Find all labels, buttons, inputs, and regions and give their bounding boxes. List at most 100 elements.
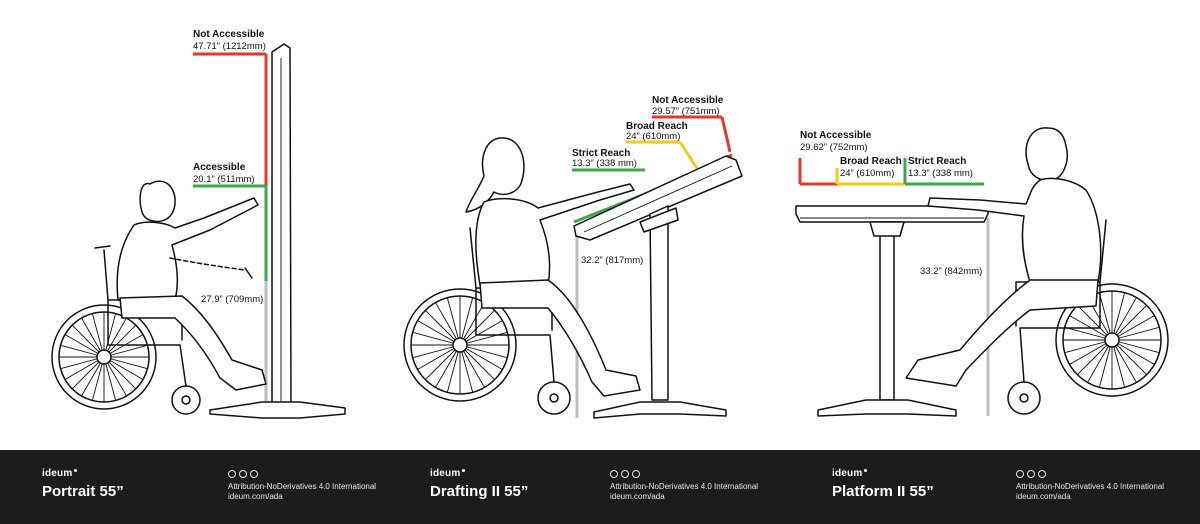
wheel-spoke: [417, 344, 461, 370]
license-url[interactable]: ideum.com/ada: [1016, 492, 1071, 501]
wheel-spoke: [459, 320, 503, 346]
wheel-spoke: [1098, 339, 1113, 388]
footer-product-3: ideum Platform II 55”: [832, 468, 934, 500]
platform-not-accessible-title: Not Accessible: [800, 130, 872, 141]
drafting-not-accessible-title: Not Accessible: [652, 95, 724, 106]
wheel-spoke: [412, 331, 461, 346]
wheel-spoke: [459, 344, 508, 359]
wheel-spoke: [1111, 339, 1155, 365]
wheel-spoke: [1111, 339, 1126, 388]
portrait-not-accessible-title: Not Accessible: [193, 29, 265, 40]
wheelchair: [1007, 219, 1169, 415]
wheel-spoke: [1111, 339, 1160, 354]
by-icon: [621, 470, 629, 478]
wheel-spoke: [459, 344, 485, 388]
cc-icon: [1016, 470, 1024, 478]
wheel-spoke: [1111, 326, 1160, 341]
by-icon: [1027, 470, 1035, 478]
platform-strict-title: Strict Reach: [908, 156, 966, 167]
wheel-spoke: [435, 344, 461, 388]
drafting-panel: Not Accessible 29.57” (751mm) Broad Reac…: [403, 95, 743, 419]
drafting-table-base: [593, 401, 727, 419]
wheel-spoke: [1111, 339, 1137, 383]
wheel-spoke: [1077, 339, 1113, 375]
footer-license-2: Attribution-NoDerivatives 4.0 Internatio…: [610, 470, 758, 502]
nd-icon: [632, 470, 640, 478]
person-seated: [116, 180, 267, 391]
cc-icon: [610, 470, 618, 478]
product-name: Platform II 55”: [832, 483, 934, 500]
platform-table-base: [817, 399, 957, 417]
wheel-spoke: [446, 297, 461, 346]
drafting-table-top: [573, 155, 743, 241]
footer-license-1: Attribution-NoDerivatives 4.0 Internatio…: [228, 470, 376, 502]
accessibility-diagram: Not Accessible 47.71” (1212mm) Accessibl…: [51, 29, 1169, 419]
wheel-spoke: [435, 302, 461, 346]
drafting-height-value: 32.2” (817mm): [581, 255, 643, 266]
portrait-accessible-value: 20.1” (511mm): [193, 174, 255, 185]
product-name: Portrait 55”: [42, 483, 124, 500]
wheelchair: [403, 227, 571, 415]
drafting-table-stand: [649, 205, 669, 401]
platform-broad-value: 24” (610mm): [840, 168, 894, 179]
license-text: Attribution-NoDerivatives 4.0 Internatio…: [1016, 482, 1165, 491]
ideum-logo: ideum: [430, 468, 528, 479]
wheel-spoke: [446, 344, 461, 393]
platform-height-value: 33.2” (842mm): [920, 266, 982, 277]
license-url[interactable]: ideum.com/ada: [610, 492, 665, 501]
nd-icon: [1038, 470, 1046, 478]
platform-panel: Not Accessible 29.62” (752mm) Broad Reac…: [795, 127, 1169, 417]
portrait-not-accessible-value: 47.71” (1212mm): [193, 41, 266, 52]
portrait-kiosk-base: [209, 401, 346, 419]
wheel-spoke: [425, 310, 461, 346]
wheel-spoke: [1111, 292, 1126, 341]
drafting-strict-value: 13.3” (338 mm): [572, 158, 637, 169]
wheel-spoke: [417, 320, 461, 346]
wheel-spoke: [1111, 315, 1155, 341]
wheel-spoke: [1077, 305, 1113, 341]
drafting-not-accessible-value: 29.57” (751mm): [652, 106, 720, 117]
wheel-spoke: [1111, 297, 1137, 341]
drafting-broad-title: Broad Reach: [626, 121, 688, 132]
cc-icon: [228, 470, 236, 478]
wheel-spoke: [1064, 339, 1113, 354]
portrait-panel: Not Accessible 47.71” (1212mm) Accessibl…: [51, 29, 346, 419]
drafting-broad-value: 24” (610mm): [626, 131, 680, 142]
portrait-kiosk: [271, 43, 292, 405]
footer-license-3: Attribution-NoDerivatives 4.0 Internatio…: [1016, 470, 1164, 502]
license-text: Attribution-NoDerivatives 4.0 Internatio…: [228, 482, 377, 491]
wheel-spoke: [1069, 339, 1113, 365]
nd-icon: [250, 470, 258, 478]
drafting-strict-title: Strict Reach: [572, 148, 630, 159]
wheel-spoke: [1064, 326, 1113, 341]
wheel-spoke: [459, 310, 495, 346]
wheel-spoke: [1087, 339, 1113, 383]
product-name: Drafting II 55”: [430, 483, 529, 500]
wheelchair: [51, 245, 201, 415]
license-url[interactable]: ideum.com/ada: [228, 492, 283, 501]
wheel-spoke: [459, 344, 503, 370]
wheel-spoke: [425, 344, 461, 380]
platform-table-stand: [879, 221, 895, 401]
wheel-spoke: [1111, 305, 1147, 341]
wheel-spoke: [459, 297, 474, 346]
portrait-accessible-title: Accessible: [193, 162, 246, 173]
wheel-spoke: [459, 344, 495, 380]
wheel-spoke: [1098, 292, 1113, 341]
by-icon: [239, 470, 247, 478]
portrait-height-value: 27.9” (709mm): [201, 294, 263, 305]
ideum-logo: ideum: [42, 468, 124, 479]
wheel-spoke: [459, 344, 474, 393]
footer-product-2: ideum Drafting II 55”: [430, 468, 528, 500]
wheel-spoke: [1111, 339, 1147, 375]
platform-broad-title: Broad Reach: [840, 156, 902, 167]
license-text: Attribution-NoDerivatives 4.0 Internatio…: [610, 482, 759, 491]
footer-product-1: ideum Portrait 55”: [42, 468, 124, 500]
platform-strict-value: 13.3” (338 mm): [908, 168, 973, 179]
wheel-spoke: [459, 302, 485, 346]
footer: ideum Portrait 55” Attribution-NoDerivat…: [0, 450, 1200, 524]
person-seated: [465, 137, 641, 397]
ideum-logo: ideum: [832, 468, 934, 479]
wheel-spoke: [412, 344, 461, 359]
person-seated: [905, 127, 1102, 387]
